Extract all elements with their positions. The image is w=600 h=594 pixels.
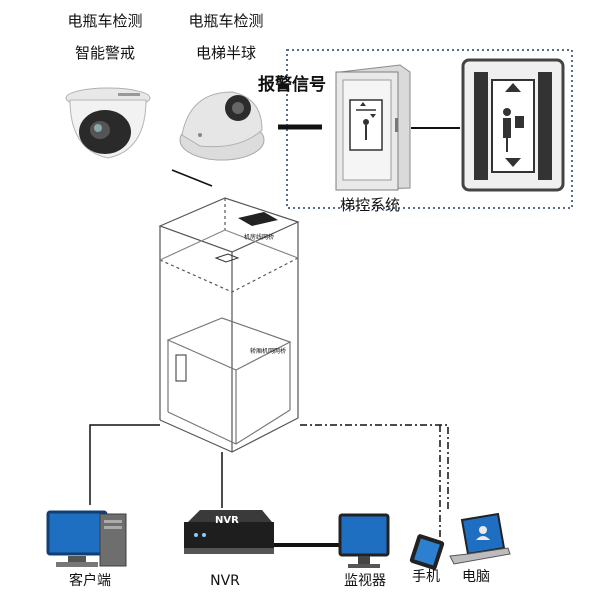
dome-camera-title: 电瓶车检测 bbox=[67, 12, 143, 30]
phone-icon bbox=[409, 534, 445, 570]
network-bridge-top-icon bbox=[214, 212, 278, 263]
dome-camera-icon bbox=[65, 87, 151, 159]
hemisphere-camera-title: 电瓶车检测 bbox=[188, 12, 264, 30]
laptop-icon bbox=[449, 512, 511, 565]
elevator-door-icon bbox=[461, 58, 565, 192]
control-cabinet-icon bbox=[335, 64, 411, 191]
computer-label: 电脑 bbox=[462, 569, 490, 585]
monitor-icon bbox=[338, 513, 390, 568]
nvr-badge: NVR bbox=[215, 515, 239, 526]
dome-camera-subtitle: 智能警戒 bbox=[74, 44, 135, 62]
car-bridge-sign: 轿厢机网网桥 bbox=[250, 348, 287, 355]
hemisphere-camera-subtitle: 电梯半球 bbox=[195, 44, 256, 62]
elevator-shaft bbox=[158, 197, 300, 453]
alarm-signal-label: 报警信号 bbox=[258, 75, 326, 95]
network-cabling bbox=[89, 424, 449, 540]
phone-label: 手机 bbox=[412, 569, 440, 585]
top-bridge-sign: 机房线网桥 bbox=[244, 234, 275, 241]
client-label: 客户端 bbox=[69, 573, 111, 589]
hemisphere-camera-icon bbox=[179, 91, 265, 161]
elevator-control-label: 梯控系统 bbox=[339, 196, 400, 214]
client-pc-icon bbox=[46, 510, 127, 567]
monitor-label: 监视器 bbox=[344, 573, 386, 589]
nvr-device-icon bbox=[184, 510, 274, 554]
nvr-label: NVR bbox=[210, 573, 240, 589]
dome-link bbox=[171, 169, 213, 187]
